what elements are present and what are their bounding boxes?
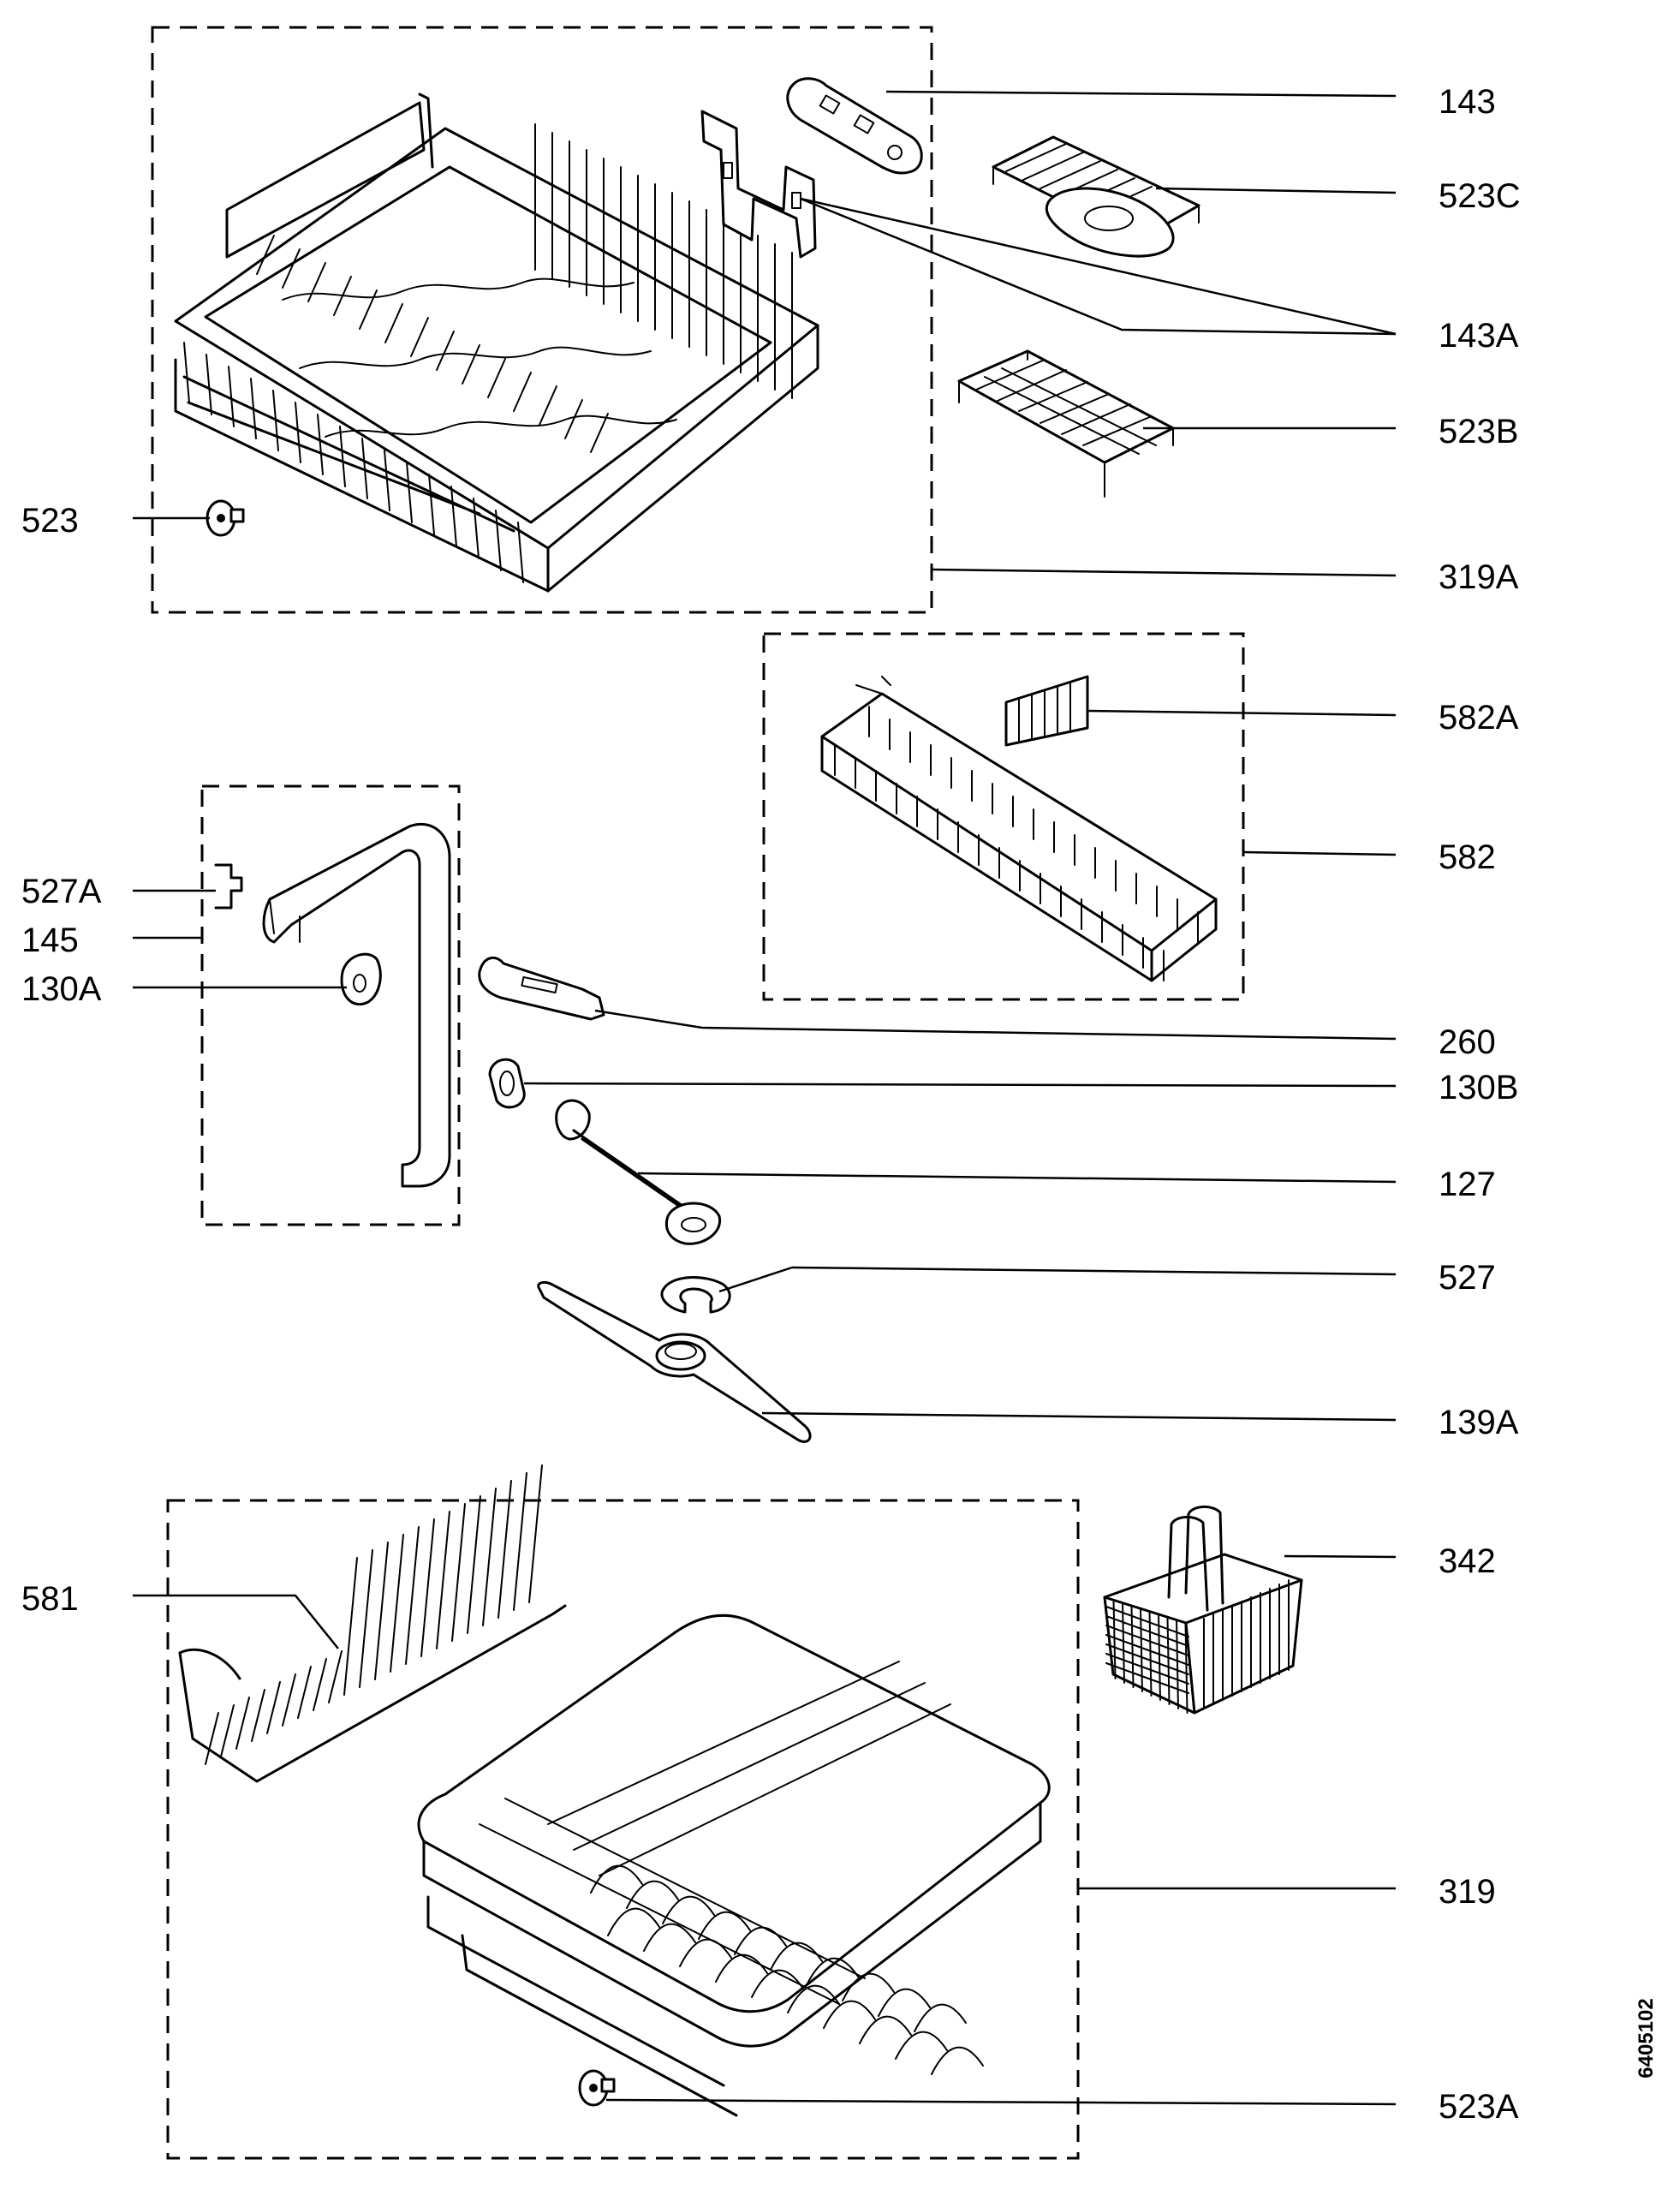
lower-basket-drawing xyxy=(417,1613,1051,2117)
pipe-127-drawing xyxy=(555,1099,722,1245)
leader-139A xyxy=(761,1411,1397,1422)
leader-582 xyxy=(1242,850,1397,856)
label-523C: 523C xyxy=(1439,177,1521,215)
leader-260 xyxy=(594,1009,1397,1041)
leader-127 xyxy=(637,1172,1397,1184)
ring-527-drawing xyxy=(660,1276,731,1314)
label-523B: 523B xyxy=(1439,413,1518,450)
bracket-143A-drawing xyxy=(700,110,817,259)
cutlery-rack-582-drawing xyxy=(820,676,1218,982)
label-342: 342 xyxy=(1439,1542,1496,1580)
label-527: 527 xyxy=(1439,1259,1496,1297)
label-127: 127 xyxy=(1439,1166,1496,1203)
leader-319A xyxy=(931,568,1397,577)
pipe-145-drawing xyxy=(262,822,451,1188)
label-130A: 130A xyxy=(21,970,102,1008)
clip-527A-drawing xyxy=(214,863,243,910)
leader-143 xyxy=(885,90,1397,98)
wheel-523-drawing xyxy=(206,499,245,537)
label-582: 582 xyxy=(1439,838,1496,876)
leader-523A xyxy=(605,2098,1397,2106)
label-260: 260 xyxy=(1439,1023,1496,1061)
plate-rack-581-drawing xyxy=(178,1464,567,1783)
leader-342 xyxy=(1284,1554,1397,1559)
label-527A: 527A xyxy=(21,873,102,910)
label-143A: 143A xyxy=(1439,317,1519,355)
label-581: 581 xyxy=(21,1580,79,1618)
spray-arm-pipe-group-box xyxy=(200,784,461,1226)
cup-shelf-523C-drawing xyxy=(992,135,1200,258)
leader-523C xyxy=(1155,187,1397,194)
cutlery-rack-group-box xyxy=(762,632,1245,1001)
label-582A: 582A xyxy=(1439,699,1519,737)
cutlery-basket-342-drawing xyxy=(1103,1506,1303,1715)
leader-581 xyxy=(133,1594,339,1649)
label-319: 319 xyxy=(1439,1873,1496,1911)
drawing-number: 6405102 xyxy=(1635,1998,1658,2078)
wheel-523A-drawing xyxy=(578,2069,616,2107)
label-130B: 130B xyxy=(1439,1069,1518,1106)
lower-basket-group-box xyxy=(166,1499,1080,2160)
leader-143A xyxy=(800,197,1397,336)
label-319A: 319A xyxy=(1439,558,1519,596)
leader-143A-ext xyxy=(800,197,1397,336)
spray-arm-139A-drawing xyxy=(537,1281,812,1443)
label-143: 143 xyxy=(1439,83,1496,121)
upper-basket-drawing xyxy=(174,92,819,593)
bracket-260-drawing xyxy=(478,956,605,1021)
gasket-130A-drawing xyxy=(340,952,382,1005)
label-139A: 139A xyxy=(1439,1404,1519,1441)
label-523A: 523A xyxy=(1439,2088,1519,2126)
part-labels: 143 523C 143A 523B 523 319A 582A 582 527… xyxy=(21,83,1521,2126)
leader-130B xyxy=(523,1082,1397,1088)
leader-527-ext xyxy=(791,1266,1397,1276)
upper-basket-group-box xyxy=(151,26,933,614)
rack-insert-523B-drawing xyxy=(957,349,1175,498)
seal-130B-drawing xyxy=(488,1058,526,1109)
leader-lines xyxy=(133,90,1397,2106)
clip-143-drawing xyxy=(786,77,923,175)
label-523: 523 xyxy=(21,502,79,540)
leader-527 xyxy=(718,1266,793,1293)
label-145: 145 xyxy=(21,922,79,959)
divider-582A-drawing xyxy=(1004,675,1089,747)
leader-582A xyxy=(1087,709,1397,717)
